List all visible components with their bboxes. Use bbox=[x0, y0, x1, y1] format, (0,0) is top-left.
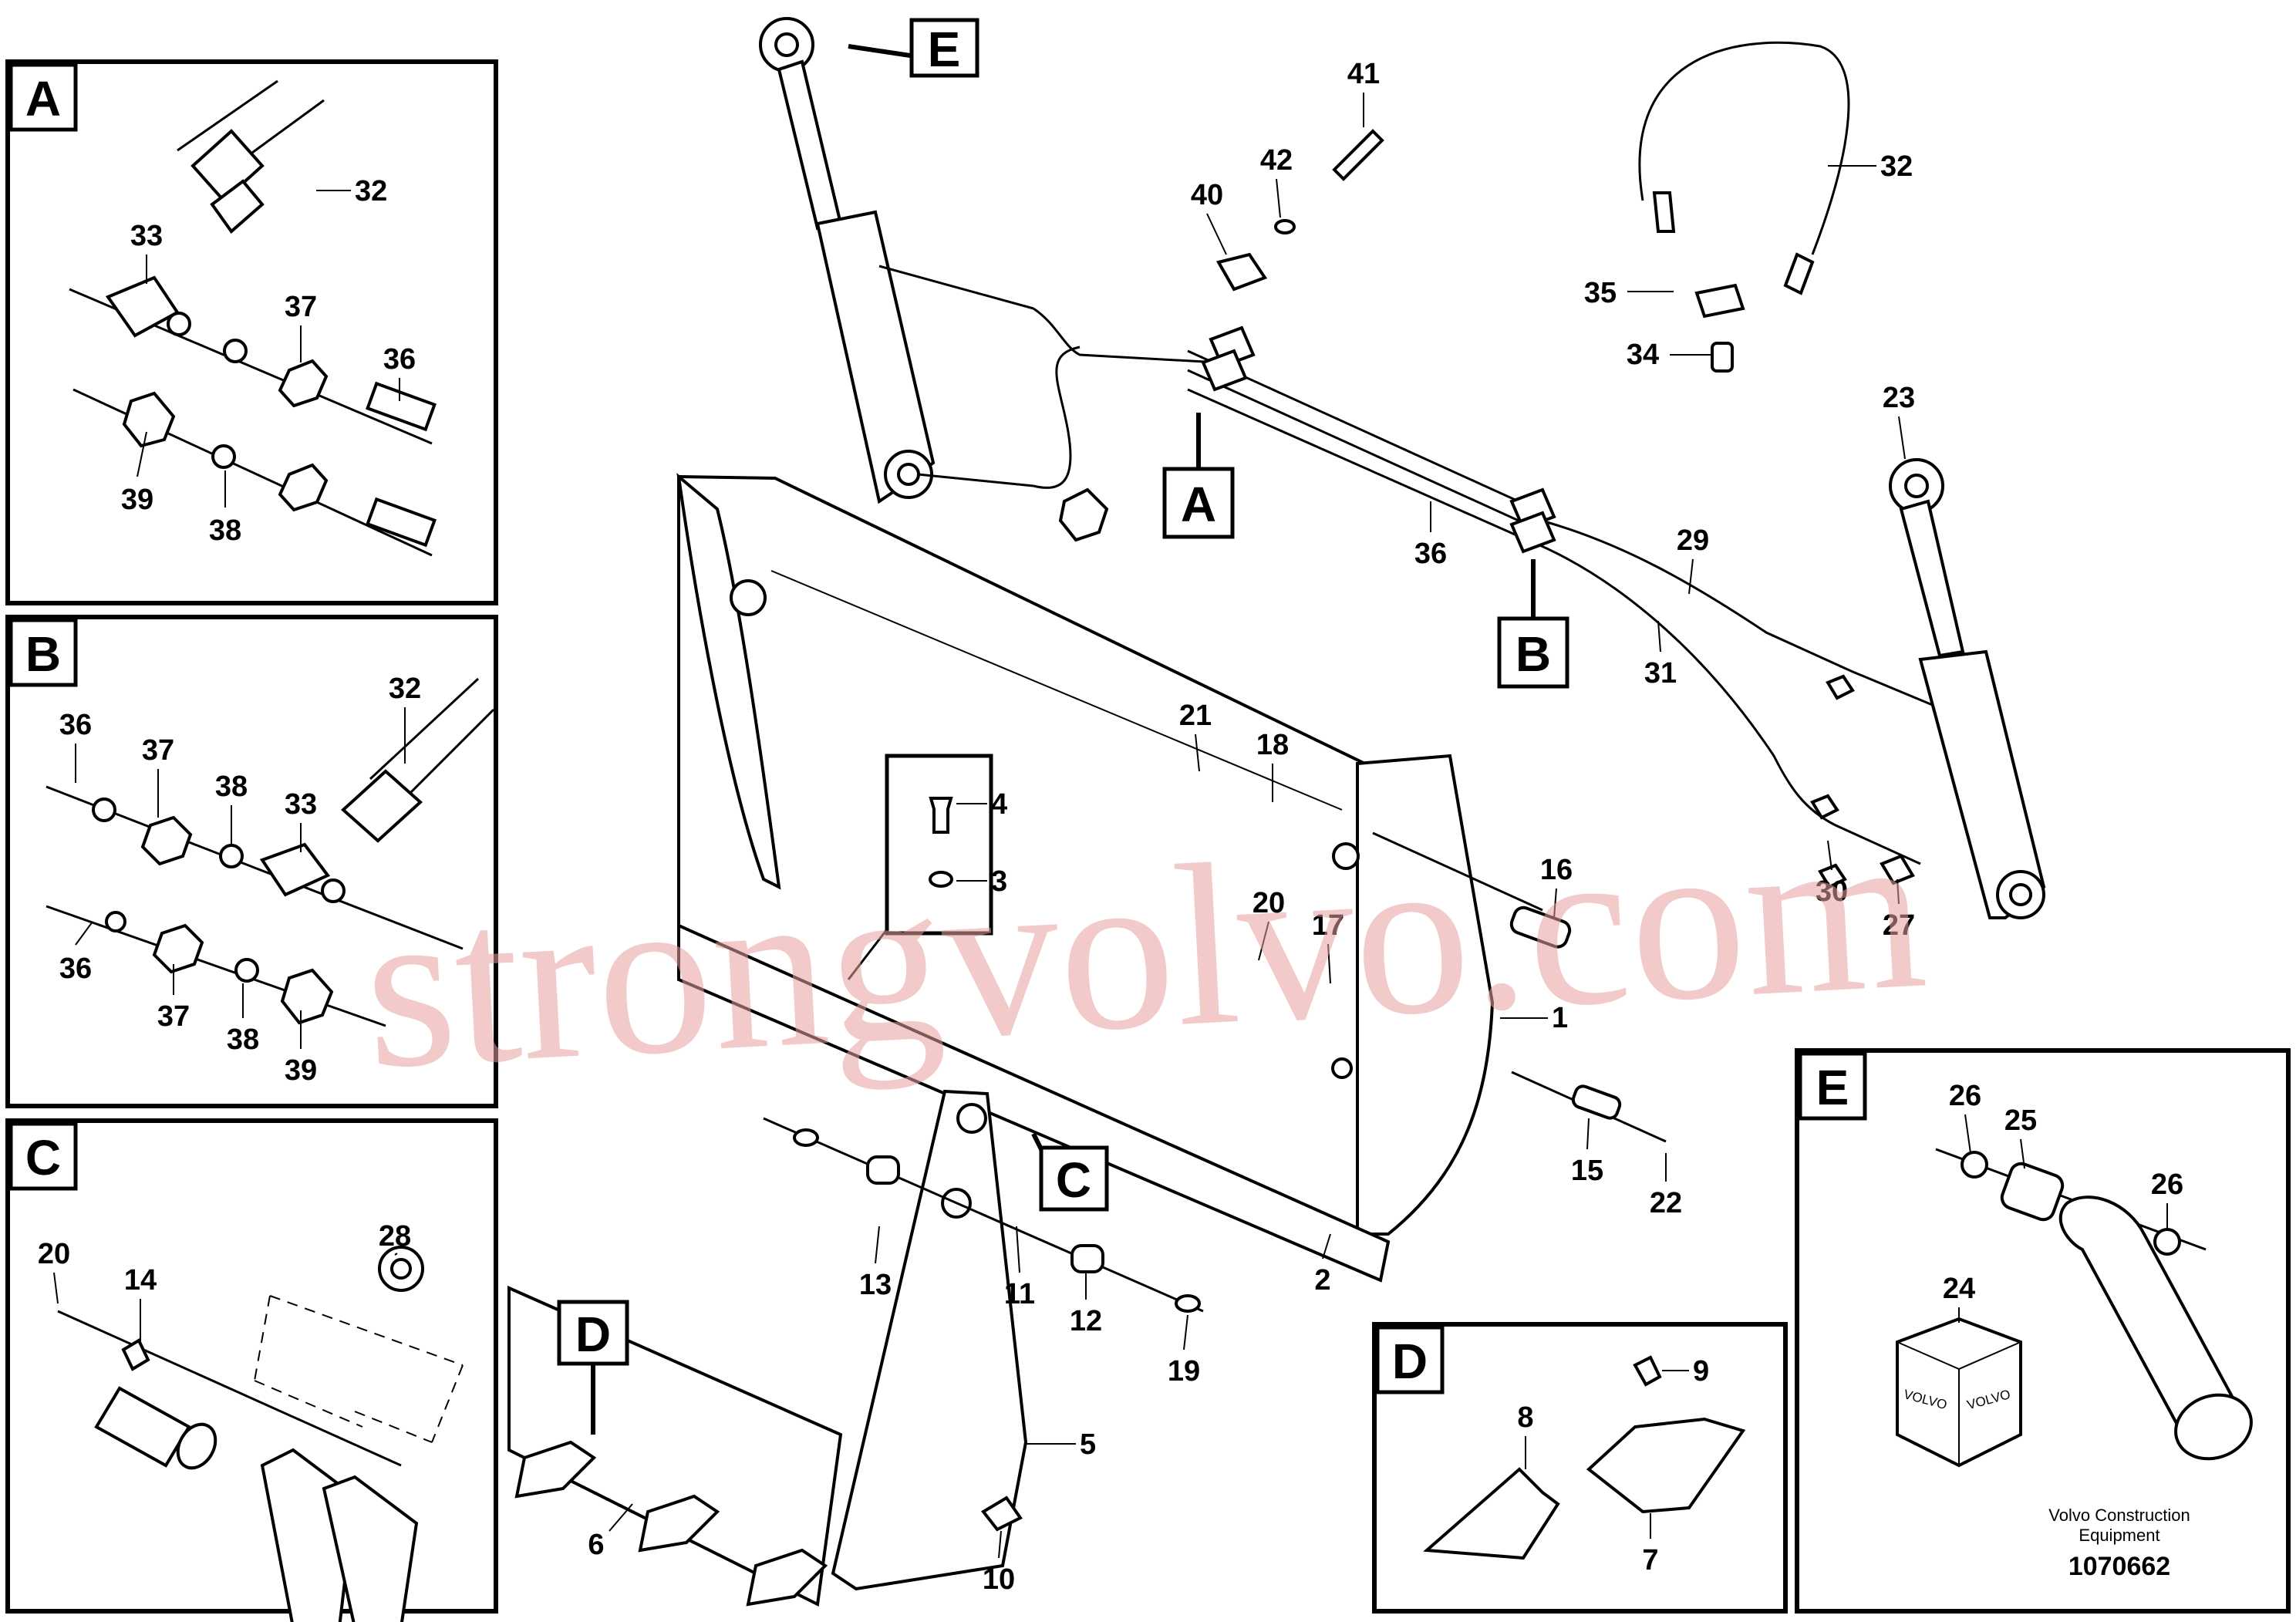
detail-frame-d: D bbox=[1372, 1322, 1788, 1614]
callout-a-32: 32 bbox=[355, 175, 387, 207]
callout-5: 5 bbox=[1080, 1428, 1096, 1461]
footer-brand-line1: Volvo Construction bbox=[2048, 1506, 2190, 1525]
watermark: strongvolvo.com bbox=[359, 779, 1931, 1117]
bucket bbox=[676, 473, 1495, 1283]
detail-b-label: B bbox=[25, 626, 61, 682]
detail-d-label: D bbox=[1392, 1334, 1428, 1389]
callout-41: 41 bbox=[1347, 58, 1380, 90]
callout-b-39: 39 bbox=[285, 1054, 317, 1087]
callout-17: 17 bbox=[1312, 909, 1344, 942]
callout-16: 16 bbox=[1540, 854, 1573, 886]
detail-e-label: E bbox=[1816, 1060, 1849, 1115]
callout-42: 42 bbox=[1260, 144, 1293, 177]
callout-c-20: 20 bbox=[38, 1238, 70, 1270]
callout-b-36-top: 36 bbox=[59, 709, 92, 741]
callout-23: 23 bbox=[1883, 382, 1915, 414]
callout-a-37: 37 bbox=[285, 291, 317, 323]
footer-brand-line2: Equipment bbox=[2079, 1526, 2159, 1545]
pointer-c: C bbox=[1031, 1132, 1109, 1212]
main-callouts: 41 42 40 32 35 34 23 36 29 31 21 18 4 3 … bbox=[588, 58, 1915, 1596]
drawing-number: 1070662 bbox=[2068, 1552, 2170, 1581]
right-cylinder bbox=[1889, 458, 2046, 919]
callout-b-37-top: 37 bbox=[142, 734, 174, 767]
pointer-d-label: D bbox=[575, 1307, 611, 1362]
callout-a-36: 36 bbox=[383, 343, 416, 376]
callout-32: 32 bbox=[1880, 150, 1913, 183]
callout-e-26-right: 26 bbox=[2151, 1168, 2183, 1201]
callout-4: 4 bbox=[991, 788, 1007, 821]
callout-b-38-top: 38 bbox=[215, 771, 248, 803]
callout-c-14: 14 bbox=[124, 1264, 157, 1297]
callout-27: 27 bbox=[1883, 909, 1915, 942]
detail-a-label: A bbox=[25, 71, 61, 126]
callout-19: 19 bbox=[1168, 1355, 1200, 1388]
callout-30: 30 bbox=[1816, 875, 1848, 908]
detail-frame-e: E bbox=[1795, 1048, 2291, 1614]
detail-frame-a: A bbox=[5, 59, 498, 605]
callout-20: 20 bbox=[1253, 887, 1285, 919]
callout-18: 18 bbox=[1256, 729, 1289, 761]
detail-d-drawing: 9 8 7 bbox=[1423, 1355, 1746, 1576]
callout-11: 11 bbox=[1004, 1278, 1035, 1310]
callout-d-7: 7 bbox=[1642, 1544, 1658, 1576]
callout-31: 31 bbox=[1644, 657, 1677, 690]
detail-frame-c: C bbox=[5, 1118, 498, 1614]
callout-15: 15 bbox=[1571, 1155, 1603, 1187]
detail-frame-b: B bbox=[5, 615, 498, 1108]
main-assembly bbox=[507, 17, 2046, 1607]
callout-d-9: 9 bbox=[1693, 1355, 1709, 1388]
detail-b-drawing: 36 37 38 33 32 36 37 38 39 bbox=[46, 673, 495, 1087]
callout-10: 10 bbox=[983, 1563, 1015, 1596]
detail-c-drawing: 20 14 28 bbox=[38, 1220, 464, 1622]
callout-a-33: 33 bbox=[130, 220, 163, 252]
callout-a-39: 39 bbox=[121, 484, 153, 516]
pointer-e-label: E bbox=[928, 22, 961, 77]
callout-e-24: 24 bbox=[1943, 1273, 1975, 1305]
callout-b-36-bottom: 36 bbox=[59, 953, 92, 985]
callout-b-38-bottom: 38 bbox=[227, 1023, 259, 1056]
callout-6: 6 bbox=[588, 1529, 604, 1561]
callout-1: 1 bbox=[1552, 1002, 1568, 1034]
callout-c-28: 28 bbox=[379, 1220, 411, 1253]
pointer-a: A bbox=[1162, 413, 1235, 539]
callout-29: 29 bbox=[1677, 524, 1709, 557]
callout-22: 22 bbox=[1650, 1187, 1682, 1219]
callout-e-26-left: 26 bbox=[1949, 1080, 1981, 1112]
callout-35: 35 bbox=[1584, 277, 1617, 309]
callout-b-32: 32 bbox=[389, 673, 421, 705]
callout-36: 36 bbox=[1414, 538, 1447, 570]
pointer-e: E bbox=[848, 18, 979, 78]
callout-21: 21 bbox=[1179, 700, 1212, 732]
pointer-a-label: A bbox=[1181, 477, 1216, 532]
callout-3: 3 bbox=[991, 865, 1007, 898]
pointer-b-label: B bbox=[1515, 626, 1551, 682]
pointer-d: D bbox=[557, 1300, 629, 1435]
callout-d-8: 8 bbox=[1517, 1401, 1533, 1434]
detail-a-drawing: 32 33 37 36 39 38 bbox=[69, 79, 437, 557]
callout-b-33: 33 bbox=[285, 788, 317, 821]
left-cylinder bbox=[759, 17, 936, 504]
callout-40: 40 bbox=[1191, 179, 1223, 211]
detail-c-label: C bbox=[25, 1130, 61, 1185]
callout-e-25: 25 bbox=[2004, 1104, 2037, 1137]
pointer-c-label: C bbox=[1056, 1152, 1091, 1208]
callout-b-37-bottom: 37 bbox=[157, 1000, 190, 1033]
callout-a-38: 38 bbox=[209, 514, 241, 547]
callout-12: 12 bbox=[1070, 1305, 1102, 1337]
callout-13: 13 bbox=[859, 1269, 892, 1301]
detail-e-drawing: VOLVO VOLVO 26 25 26 24 Volvo Constructi… bbox=[1896, 1080, 2253, 1581]
pointer-b: B bbox=[1497, 559, 1569, 689]
callout-2: 2 bbox=[1314, 1264, 1330, 1297]
callout-34: 34 bbox=[1627, 339, 1659, 371]
